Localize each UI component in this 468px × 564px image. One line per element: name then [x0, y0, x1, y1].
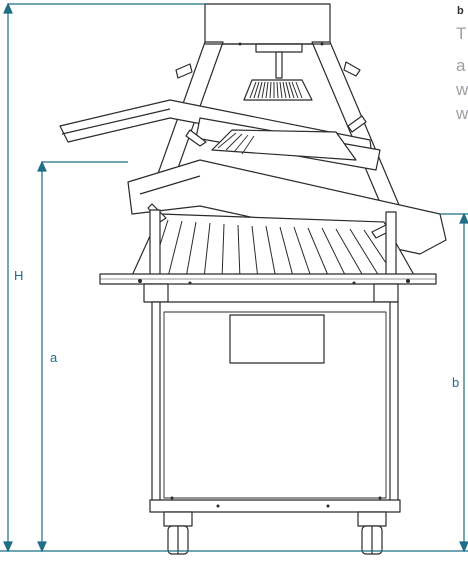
brush-bristles: [249, 81, 303, 99]
control-panel: [229, 314, 325, 364]
side-heading: b: [457, 5, 464, 17]
middle-cone: [211, 129, 357, 161]
post-left: [149, 209, 161, 283]
dimension-label-b: b: [452, 375, 460, 390]
bracket: [343, 61, 361, 77]
table-block-right: [373, 283, 399, 303]
fasteners: [138, 42, 410, 508]
table-block-left: [143, 283, 169, 303]
cabinet-inner: [163, 311, 387, 499]
bracket: [185, 129, 207, 147]
lower-cone: [129, 213, 419, 283]
side-text-line: w: [456, 80, 468, 99]
wheel-right: [357, 511, 387, 555]
side-text-line: T: [456, 24, 467, 43]
dimension-label-a: a: [50, 350, 58, 365]
side-text-line: w: [456, 104, 468, 123]
motor-flange: [255, 43, 303, 53]
dimension-label-h: H: [14, 268, 24, 283]
motor-shaft: [275, 51, 283, 79]
wheel-left: [163, 511, 193, 555]
bracket: [347, 115, 367, 133]
cabinet-base: [149, 499, 401, 513]
post-right: [385, 211, 397, 283]
side-text-line: a: [456, 56, 466, 75]
bracket: [175, 63, 193, 79]
motor-housing: [204, 3, 331, 45]
